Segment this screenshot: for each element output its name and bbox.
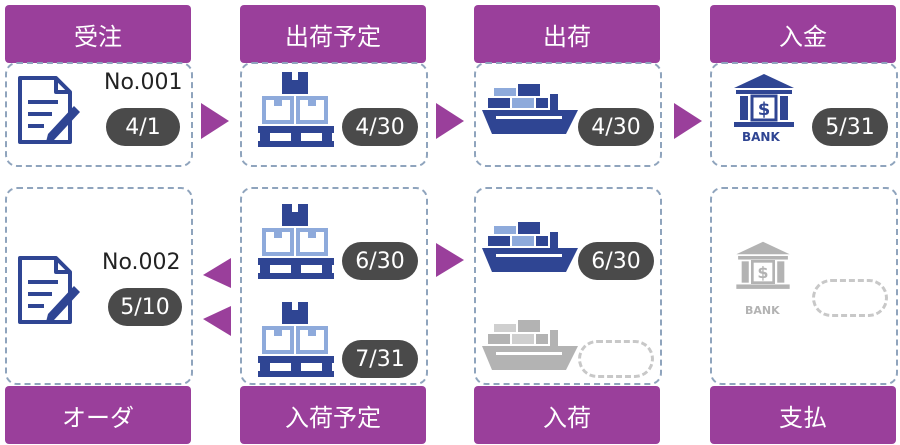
box-payment-in xyxy=(710,62,898,167)
bank-icon: $ xyxy=(734,74,794,127)
header-payment-out: 支払 xyxy=(710,386,896,444)
document-icon xyxy=(18,256,80,324)
box-order-received xyxy=(5,62,193,167)
payment-date-pill: 5/31 xyxy=(812,108,888,146)
document-icon xyxy=(18,76,80,144)
cargo-ship-icon xyxy=(482,84,578,134)
arrow-right-icon xyxy=(674,103,702,139)
cargo-ship-icon xyxy=(482,222,578,272)
arrow-right-icon xyxy=(436,103,464,139)
box-receive-plan xyxy=(240,187,428,385)
order-date-pill-2: 5/10 xyxy=(108,288,182,326)
order-no-2: No.002 xyxy=(102,250,181,275)
cargo-ship-inactive-icon xyxy=(482,320,578,370)
receive-date-pill: 6/30 xyxy=(578,242,654,280)
header-order-received: 受注 xyxy=(5,5,191,63)
order-no-1: No.001 xyxy=(104,70,183,95)
ship-plan-date-pill: 4/30 xyxy=(342,108,418,146)
bank-label-2: BANK xyxy=(745,304,780,317)
header-receive-plan: 入荷予定 xyxy=(240,386,426,444)
receive-plan-date-pill-1: 6/30 xyxy=(342,242,418,280)
arrow-left-icon xyxy=(203,306,231,336)
header-payment-in: 入金 xyxy=(710,5,896,63)
bank-label-1: BANK xyxy=(742,130,780,144)
receive-date-empty xyxy=(578,340,654,378)
pallet-boxes-icon xyxy=(258,72,334,147)
svg-text:$: $ xyxy=(758,99,771,120)
header-receive: 入荷 xyxy=(474,386,660,444)
header-ship-plan: 出荷予定 xyxy=(240,5,426,63)
bank-inactive-icon: $ xyxy=(736,241,790,289)
pallet-boxes-icon xyxy=(258,302,334,377)
header-order: オーダ xyxy=(5,386,191,444)
svg-text:$: $ xyxy=(757,263,768,282)
order-date-pill-1: 4/1 xyxy=(106,108,180,146)
box-ship-plan xyxy=(240,62,428,167)
box-payment-out xyxy=(710,187,898,385)
payment-out-empty xyxy=(812,279,888,317)
arrow-right-icon xyxy=(436,243,464,277)
receive-plan-date-pill-2: 7/31 xyxy=(342,340,418,378)
box-order xyxy=(5,187,193,385)
box-ship xyxy=(474,62,662,167)
arrow-right-icon xyxy=(201,103,229,139)
ship-date-pill: 4/30 xyxy=(578,108,654,146)
pallet-boxes-icon xyxy=(258,204,334,279)
header-ship: 出荷 xyxy=(474,5,660,63)
box-receive xyxy=(474,187,662,385)
arrow-left-icon xyxy=(203,258,231,288)
